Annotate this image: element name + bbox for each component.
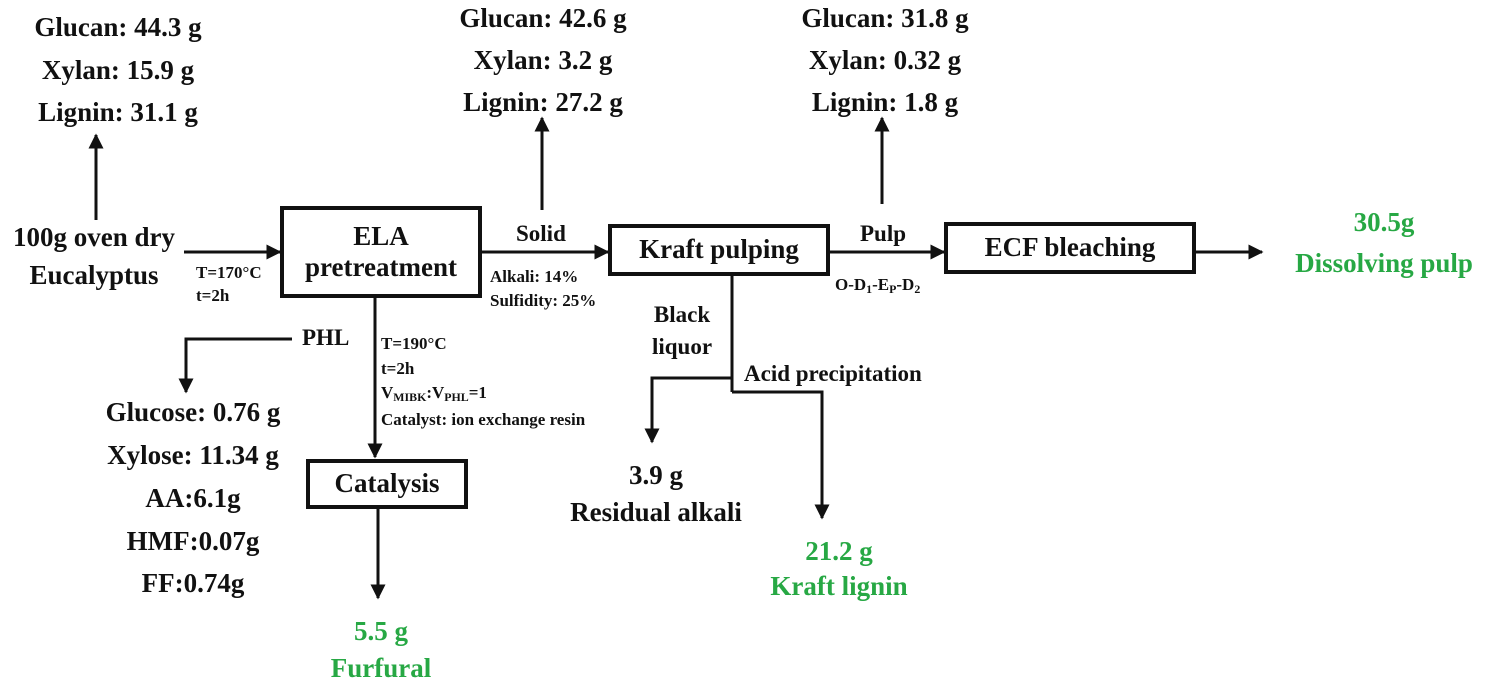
pulp-lignin: Lignin: 1.8 g xyxy=(811,87,959,117)
catalysis-temperature: T=190°C xyxy=(381,334,447,353)
feed-label-eucalyptus: Eucalyptus xyxy=(29,260,159,290)
pulp-xylan: Xylan: 0.32 g xyxy=(808,45,962,75)
kraft-pulping-box: Kraft pulping xyxy=(608,224,830,276)
solid-lignin: Lignin: 27.2 g xyxy=(463,87,623,117)
phl-xylose: Xylose: 11.34 g xyxy=(107,440,279,470)
solid-xylan: Xylan: 3.2 g xyxy=(473,45,613,75)
catalysis-time: t=2h xyxy=(381,359,415,378)
feed-xylan: Xylan: 15.9 g xyxy=(41,55,195,85)
catalyst: Catalyst: ion exchange resin xyxy=(381,410,586,429)
residual-alkali-amount: 3.9 g xyxy=(629,460,683,490)
ecf-bleaching-box: ECF bleaching xyxy=(944,222,1196,274)
arrow-acid-precipitation xyxy=(732,390,830,520)
black-liquor-label-2: liquor xyxy=(651,334,713,359)
feed-label: 100g oven dry xyxy=(13,222,175,252)
pretreatment-time: t=2h xyxy=(196,286,230,305)
dissolving-pulp-yield: 30.5g xyxy=(1353,207,1415,237)
ela-label: ELA xyxy=(353,220,409,251)
phl-acetic-acid: AA:6.1g xyxy=(145,483,241,513)
kraft-pulping-label: Kraft pulping xyxy=(639,234,799,265)
pretreatment-temperature: T=170°C xyxy=(196,263,262,282)
catalysis-box: Catalysis xyxy=(306,459,468,509)
kraft-lignin-label: Kraft lignin xyxy=(770,571,908,601)
phl-label: PHL xyxy=(302,325,350,350)
alkali-charge: Alkali: 14% xyxy=(490,267,579,286)
solid-label: Solid xyxy=(516,221,566,246)
bleaching-sequence: O-D1-EP-D2 xyxy=(835,275,921,296)
residual-alkali-label: Residual alkali xyxy=(570,497,742,527)
ela-pretreatment-box: ELA pretreatment xyxy=(280,206,482,298)
phl-glucose: Glucose: 0.76 g xyxy=(105,397,281,427)
phl-furfural: FF:0.74g xyxy=(141,568,245,598)
pulp-label: Pulp xyxy=(860,221,907,246)
arrow-black-liquor xyxy=(644,376,732,444)
ecf-bleaching-label: ECF bleaching xyxy=(984,232,1156,263)
phl-hmf: HMF:0.07g xyxy=(126,526,260,556)
furfural-label: Furfural xyxy=(330,653,432,683)
solvent-ratio: VMIBK:VPHL=1 xyxy=(381,383,487,404)
acid-precipitation-label: Acid precipitation xyxy=(744,361,922,386)
pretreatment-label: pretreatment xyxy=(305,252,457,282)
arrow-phl xyxy=(178,337,292,394)
solid-glucan: Glucan: 42.6 g xyxy=(459,3,627,33)
feed-glucan: Glucan: 44.3 g xyxy=(34,12,202,42)
feed-lignin: Lignin: 31.1 g xyxy=(38,97,198,127)
furfural-yield: 5.5 g xyxy=(354,616,408,646)
pulp-glucan: Glucan: 31.8 g xyxy=(801,3,969,33)
kraft-lignin-yield: 21.2 g xyxy=(805,536,873,566)
catalysis-label: Catalysis xyxy=(334,468,440,499)
sulfidity: Sulfidity: 25% xyxy=(490,291,597,310)
dissolving-pulp-label: Dissolving pulp xyxy=(1295,248,1473,278)
black-liquor-label: Black xyxy=(653,302,711,327)
